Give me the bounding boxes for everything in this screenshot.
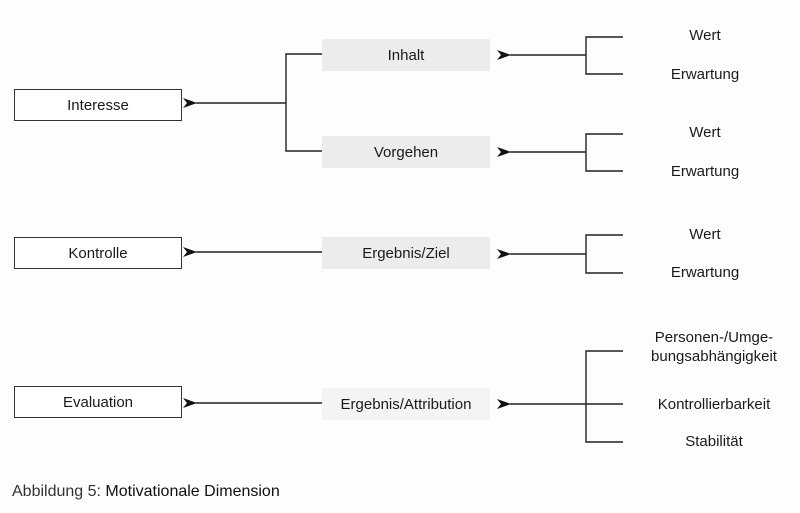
- node-inhalt: Inhalt: [322, 39, 490, 71]
- figure-caption: Abbildung 5: Motivationale Dimension: [12, 483, 280, 501]
- bracket-inhalt: [585, 36, 623, 75]
- bracket-attribution: [585, 350, 623, 443]
- source-line-2: bungsabhängigkeit: [651, 348, 777, 365]
- caption-prefix: Abbildung 5:: [12, 483, 101, 500]
- bracket-vorgehen: [585, 133, 623, 172]
- caption-title: Motivationale Dimension: [105, 483, 280, 500]
- node-ergebnis-ziel: Ergebnis/Ziel: [322, 237, 490, 269]
- target-interesse: Interesse: [14, 89, 182, 121]
- target-evaluation: Evaluation: [14, 386, 182, 418]
- source-personen-umgebungsabhaengigkeit: Personen-/Umge- bungsabhängigkeit: [628, 328, 800, 366]
- bracket-ziel: [585, 234, 623, 274]
- source-erwartung: Erwartung: [670, 163, 740, 180]
- source-stabilitaet: Stabilität: [685, 433, 743, 450]
- source-kontrollierbarkeit: Kontrollierbarkeit: [657, 396, 771, 413]
- node-ergebnis-attribution: Ergebnis/Attribution: [322, 388, 490, 420]
- source-erwartung: Erwartung: [670, 264, 740, 281]
- source-erwartung: Erwartung: [670, 66, 740, 83]
- source-wert: Wert: [689, 124, 721, 141]
- source-line-1: Personen-/Umge-: [654, 329, 774, 346]
- source-wert: Wert: [689, 226, 721, 243]
- bracket-interesse: [285, 53, 322, 152]
- target-kontrolle: Kontrolle: [14, 237, 182, 269]
- node-vorgehen: Vorgehen: [322, 136, 490, 168]
- source-wert: Wert: [689, 27, 721, 44]
